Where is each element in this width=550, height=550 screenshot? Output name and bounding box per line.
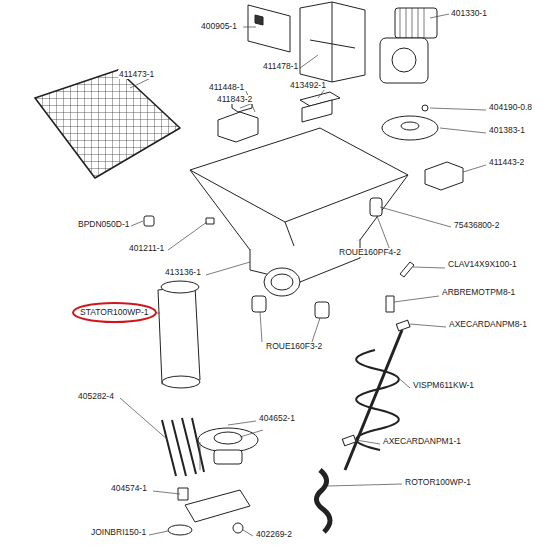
part-number: JOINBRI150-1 [90, 528, 147, 537]
part-number: 413492-1 [289, 81, 327, 90]
part-number: 402269-2 [255, 530, 293, 539]
part-number: CLAV14X9X100-1 [447, 260, 518, 269]
part-name: STATOR100WP-1 [80, 308, 149, 317]
part-number: 75436800-2 [453, 221, 500, 230]
part-number: ROUE160F3-2 [265, 342, 323, 351]
part-number: 404190-0.8 [488, 103, 533, 112]
part-number: 404652-1 [258, 414, 296, 423]
part-number: 401383-1 [488, 126, 526, 135]
part-number: 404574-1 [110, 484, 148, 493]
part-number: VISPM611KW-1 [412, 381, 475, 390]
part-number: 401211-1 [128, 244, 165, 253]
part-number: 413136-1 [164, 268, 202, 277]
part-number: 411443-2 [488, 158, 525, 167]
part-number: 401330-1 [450, 9, 488, 18]
part-number: 411448-1 [208, 83, 245, 92]
part-number: ROTOR100WP-1 [404, 478, 472, 487]
part-number: 405282-4 [77, 392, 115, 401]
part-number: ARBREMOTPM8-1 [441, 288, 516, 297]
part-number: 411843-2 [216, 95, 253, 104]
part-number: 400905-1 [200, 22, 238, 31]
part-number: AXECARDANPM1-1 [382, 437, 462, 446]
highlight-ellipse: STATOR100WP-1 [74, 304, 155, 321]
part-number: 411473-1 [118, 70, 155, 79]
part-number: ROUE160PF4-2 [338, 248, 402, 257]
part-number: 411478-1 [262, 62, 299, 71]
part-number: AXECARDANPM8-1 [448, 320, 528, 329]
part-number: BPDN050D-1 [77, 220, 131, 229]
